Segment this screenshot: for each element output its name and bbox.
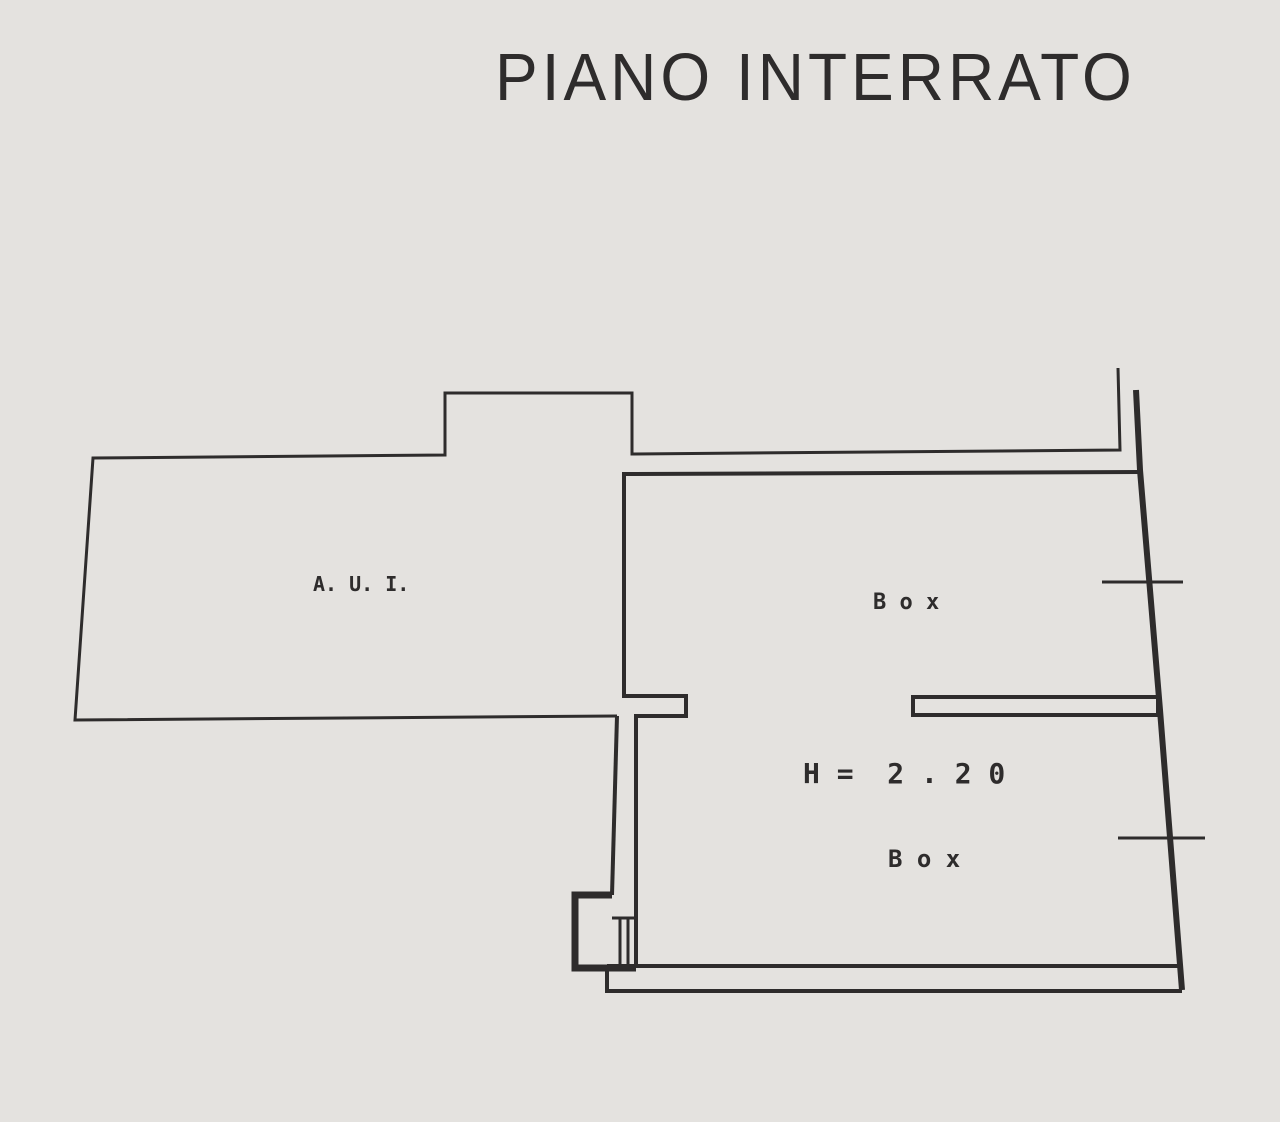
box-walls xyxy=(610,470,1160,965)
stair-corner xyxy=(571,891,636,972)
partition-wall xyxy=(911,695,1160,717)
room-label-aui: A. U. I. xyxy=(313,572,410,596)
room-label-box-bottom: B o x xyxy=(888,845,961,873)
bottom-walls xyxy=(605,964,1182,993)
room-label-box-top: B o x xyxy=(873,590,940,615)
tick-marks xyxy=(1102,580,1205,840)
aui-outline xyxy=(73,367,1122,722)
right-outer-wall xyxy=(1133,389,1185,991)
plan-title: PIANO INTERRATO xyxy=(495,39,1136,115)
ceiling-height-label: H = 2 . 2 0 xyxy=(803,757,1006,790)
